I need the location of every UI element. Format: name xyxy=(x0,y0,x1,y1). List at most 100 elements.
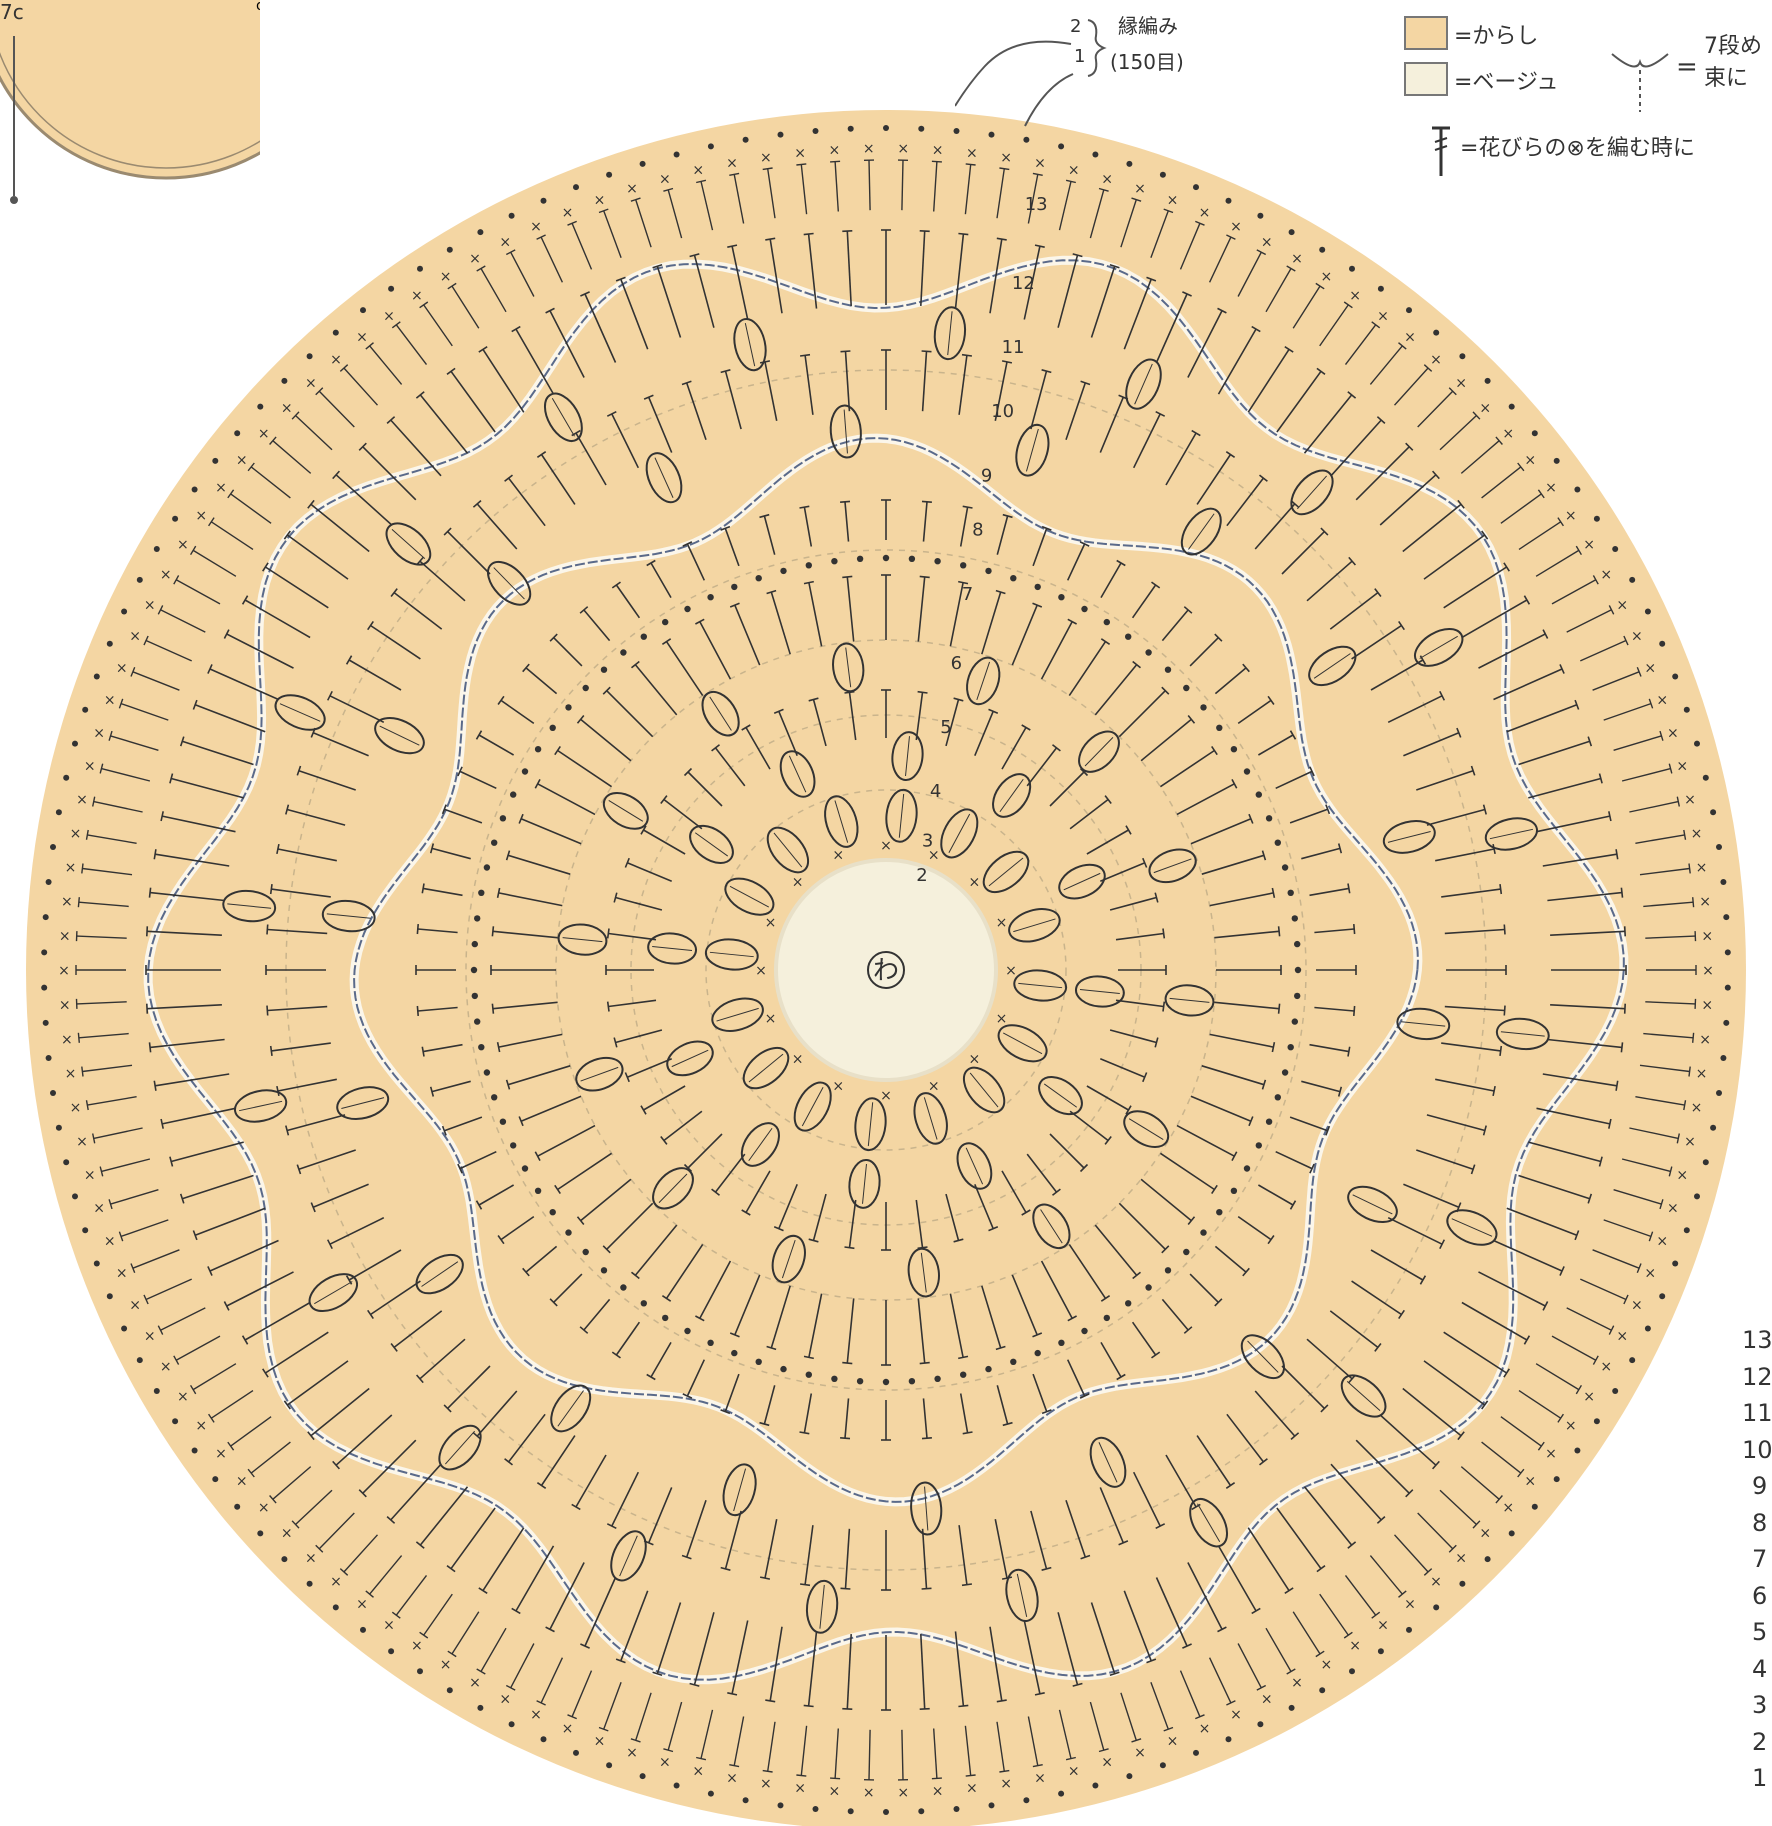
border-row2-slip xyxy=(1720,879,1726,885)
border-row2-slip xyxy=(606,172,612,178)
border-row1-stitch: × xyxy=(1696,860,1708,876)
center-label: わ xyxy=(873,956,899,986)
border-row2-slip xyxy=(1710,809,1716,815)
border-row1-stitch: × xyxy=(794,146,806,162)
border-row2-slip xyxy=(1645,609,1651,615)
round8-slip xyxy=(1165,1267,1171,1273)
border-count: (150目) xyxy=(1110,46,1184,75)
round8-slip xyxy=(934,558,940,564)
round7-stitch-cap xyxy=(492,926,493,936)
border-row2-slip xyxy=(63,1159,69,1165)
round3-single-crochet: × xyxy=(969,875,981,891)
round8-slip xyxy=(1244,1165,1250,1171)
border-row2-slip xyxy=(1459,1581,1465,1587)
round10-stitch-cap xyxy=(1504,925,1505,935)
round8-slip xyxy=(620,1284,626,1290)
round3-single-crochet: × xyxy=(1005,963,1017,979)
border-row1-stitch: × xyxy=(236,452,248,468)
border-row1-stitch: × xyxy=(659,171,671,187)
round8-slip xyxy=(1104,619,1110,625)
row-marker-7: 7 xyxy=(962,584,973,605)
border-row1-stitch: × xyxy=(76,1134,88,1150)
border-row2-slip xyxy=(1612,1388,1618,1394)
border-row2-slip xyxy=(41,985,47,991)
border-row1-stitch: × xyxy=(1321,1657,1333,1673)
border-row2-slip xyxy=(281,1556,287,1562)
round8-slip xyxy=(522,768,528,774)
border-row1-stitch: × xyxy=(1261,1692,1273,1708)
border-row1-stitch: × xyxy=(1000,150,1012,166)
border-row2-slip xyxy=(1433,1604,1439,1610)
round8-slip xyxy=(510,791,516,797)
round8-slip xyxy=(1145,1284,1151,1290)
border-row2-slip xyxy=(417,266,423,272)
border-row2-slip xyxy=(172,1418,178,1424)
round8-slip xyxy=(1104,1315,1110,1321)
border-row2-slip xyxy=(541,198,547,204)
border-row1-stitch: × xyxy=(1430,352,1442,368)
round8-slip xyxy=(684,1328,690,1334)
round13-stitch-cap xyxy=(830,161,840,162)
round8-slip xyxy=(474,1018,480,1024)
round8-slip xyxy=(583,685,589,691)
round8-slip xyxy=(478,1044,484,1050)
round8-slip xyxy=(478,890,484,896)
border-row1-stitch: × xyxy=(76,792,88,808)
round8-slip xyxy=(1183,1249,1189,1255)
round12-stitch-cap xyxy=(147,1004,148,1014)
round10-stitch-cap xyxy=(1504,1006,1505,1016)
round8-stitch-cap xyxy=(840,501,850,502)
round8-slip xyxy=(491,1094,497,1100)
row-list-item: 8 xyxy=(1752,1509,1767,1537)
border-row1-stitch: × xyxy=(59,929,71,945)
border-row2-slip xyxy=(1716,1090,1722,1096)
round7-stitch-cap xyxy=(1279,1004,1280,1014)
border-row1-stitch: × xyxy=(1691,826,1703,842)
border-row1-stitch: × xyxy=(1034,156,1046,172)
round8-slip xyxy=(1145,649,1151,655)
border-row2-slip xyxy=(82,707,88,713)
border-row2-slip xyxy=(172,516,178,522)
round8-slip xyxy=(1058,1340,1064,1346)
border-row2-slip xyxy=(1720,1055,1726,1061)
round7-stitch-cap xyxy=(842,576,852,577)
round7-stitch-cap xyxy=(920,576,930,577)
border-row2-slip xyxy=(257,1530,263,1536)
round8-slip xyxy=(662,619,668,625)
border-row1-stitch: × xyxy=(1702,963,1714,979)
row-list-item: 9 xyxy=(1752,1472,1767,1500)
border-row1-stitch: × xyxy=(1667,1201,1679,1217)
round8-slip xyxy=(550,725,556,731)
border-row2-slip xyxy=(813,1806,819,1812)
round8-slip xyxy=(780,568,786,574)
round8-stitch-cap xyxy=(922,501,932,502)
border-row2-slip xyxy=(573,184,579,190)
border-row2-slip xyxy=(121,609,127,615)
border-row1-stitch: × xyxy=(1684,1134,1696,1150)
border-row1-stitch: × xyxy=(1455,376,1467,392)
border-row2-slip xyxy=(1716,844,1722,850)
round8-slip xyxy=(1282,864,1288,870)
round8-slip xyxy=(684,606,690,612)
border-row2-slip xyxy=(640,161,646,167)
border-row1-stitch: × xyxy=(562,1721,574,1737)
border-row2-slip xyxy=(1023,137,1029,143)
round8-slip xyxy=(522,1165,528,1171)
border-row2-slip xyxy=(94,674,100,680)
round8-slip xyxy=(909,556,915,562)
border-row1-stitch: × xyxy=(61,1032,73,1048)
round8-slip xyxy=(583,1249,589,1255)
border-row1-stitch: × xyxy=(160,567,172,583)
border-row1-stitch: × xyxy=(594,193,606,209)
treble-stitch-icon xyxy=(1426,124,1456,180)
border-row2-slip xyxy=(1594,1418,1600,1424)
round8-slip xyxy=(1216,725,1222,731)
round10-stitch-cap xyxy=(267,1006,268,1016)
border-row2-slip xyxy=(1532,430,1538,436)
border-row1-stitch: × xyxy=(236,1474,248,1490)
round8-slip xyxy=(756,1359,762,1365)
border-row2-slip xyxy=(137,577,143,583)
border-row1-stitch: × xyxy=(356,330,368,346)
border-row2-slip xyxy=(1058,143,1064,149)
border-row1-stitch: × xyxy=(1167,193,1179,209)
